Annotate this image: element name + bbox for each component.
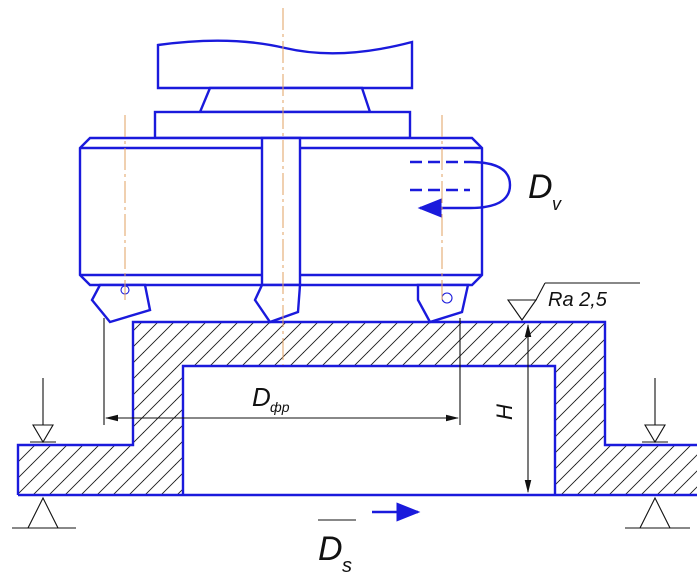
clamp-right-tri bbox=[644, 424, 666, 444]
spindle-body bbox=[156, 39, 414, 90]
insert-left bbox=[90, 283, 152, 324]
roughness-label: Ra 2,5 bbox=[548, 289, 608, 311]
diameter-sub: фр bbox=[270, 399, 290, 415]
support-right bbox=[639, 496, 671, 529]
workpiece-cavity bbox=[181, 364, 557, 495]
roughness-check bbox=[506, 299, 538, 321]
workpiece bbox=[16, 320, 697, 497]
centerlines bbox=[124, 8, 443, 365]
dimensions bbox=[103, 318, 532, 494]
insert-center bbox=[253, 283, 302, 324]
height-label: H bbox=[492, 404, 517, 420]
cutter-head bbox=[78, 136, 512, 287]
rotation-arc bbox=[417, 160, 512, 218]
insert-right bbox=[416, 283, 470, 324]
rotation-label: D bbox=[528, 168, 553, 206]
diameter-label: D bbox=[252, 382, 271, 412]
feed-sub: s bbox=[342, 555, 352, 577]
labels: D v D фр H D s bbox=[252, 168, 562, 577]
workpiece-section bbox=[18, 322, 697, 495]
clamp-left-tri bbox=[32, 424, 54, 444]
supports bbox=[12, 378, 690, 529]
center-slot bbox=[260, 136, 302, 287]
roughness-symbol: Ra 2,5 bbox=[506, 282, 640, 321]
workpiece-outline bbox=[16, 320, 697, 495]
roughness-leader bbox=[535, 282, 546, 301]
inserts bbox=[90, 283, 470, 324]
feed-label: D bbox=[318, 530, 343, 568]
support-left bbox=[27, 496, 59, 529]
spindle-neck bbox=[198, 86, 372, 114]
rotation-sub: v bbox=[552, 194, 562, 214]
